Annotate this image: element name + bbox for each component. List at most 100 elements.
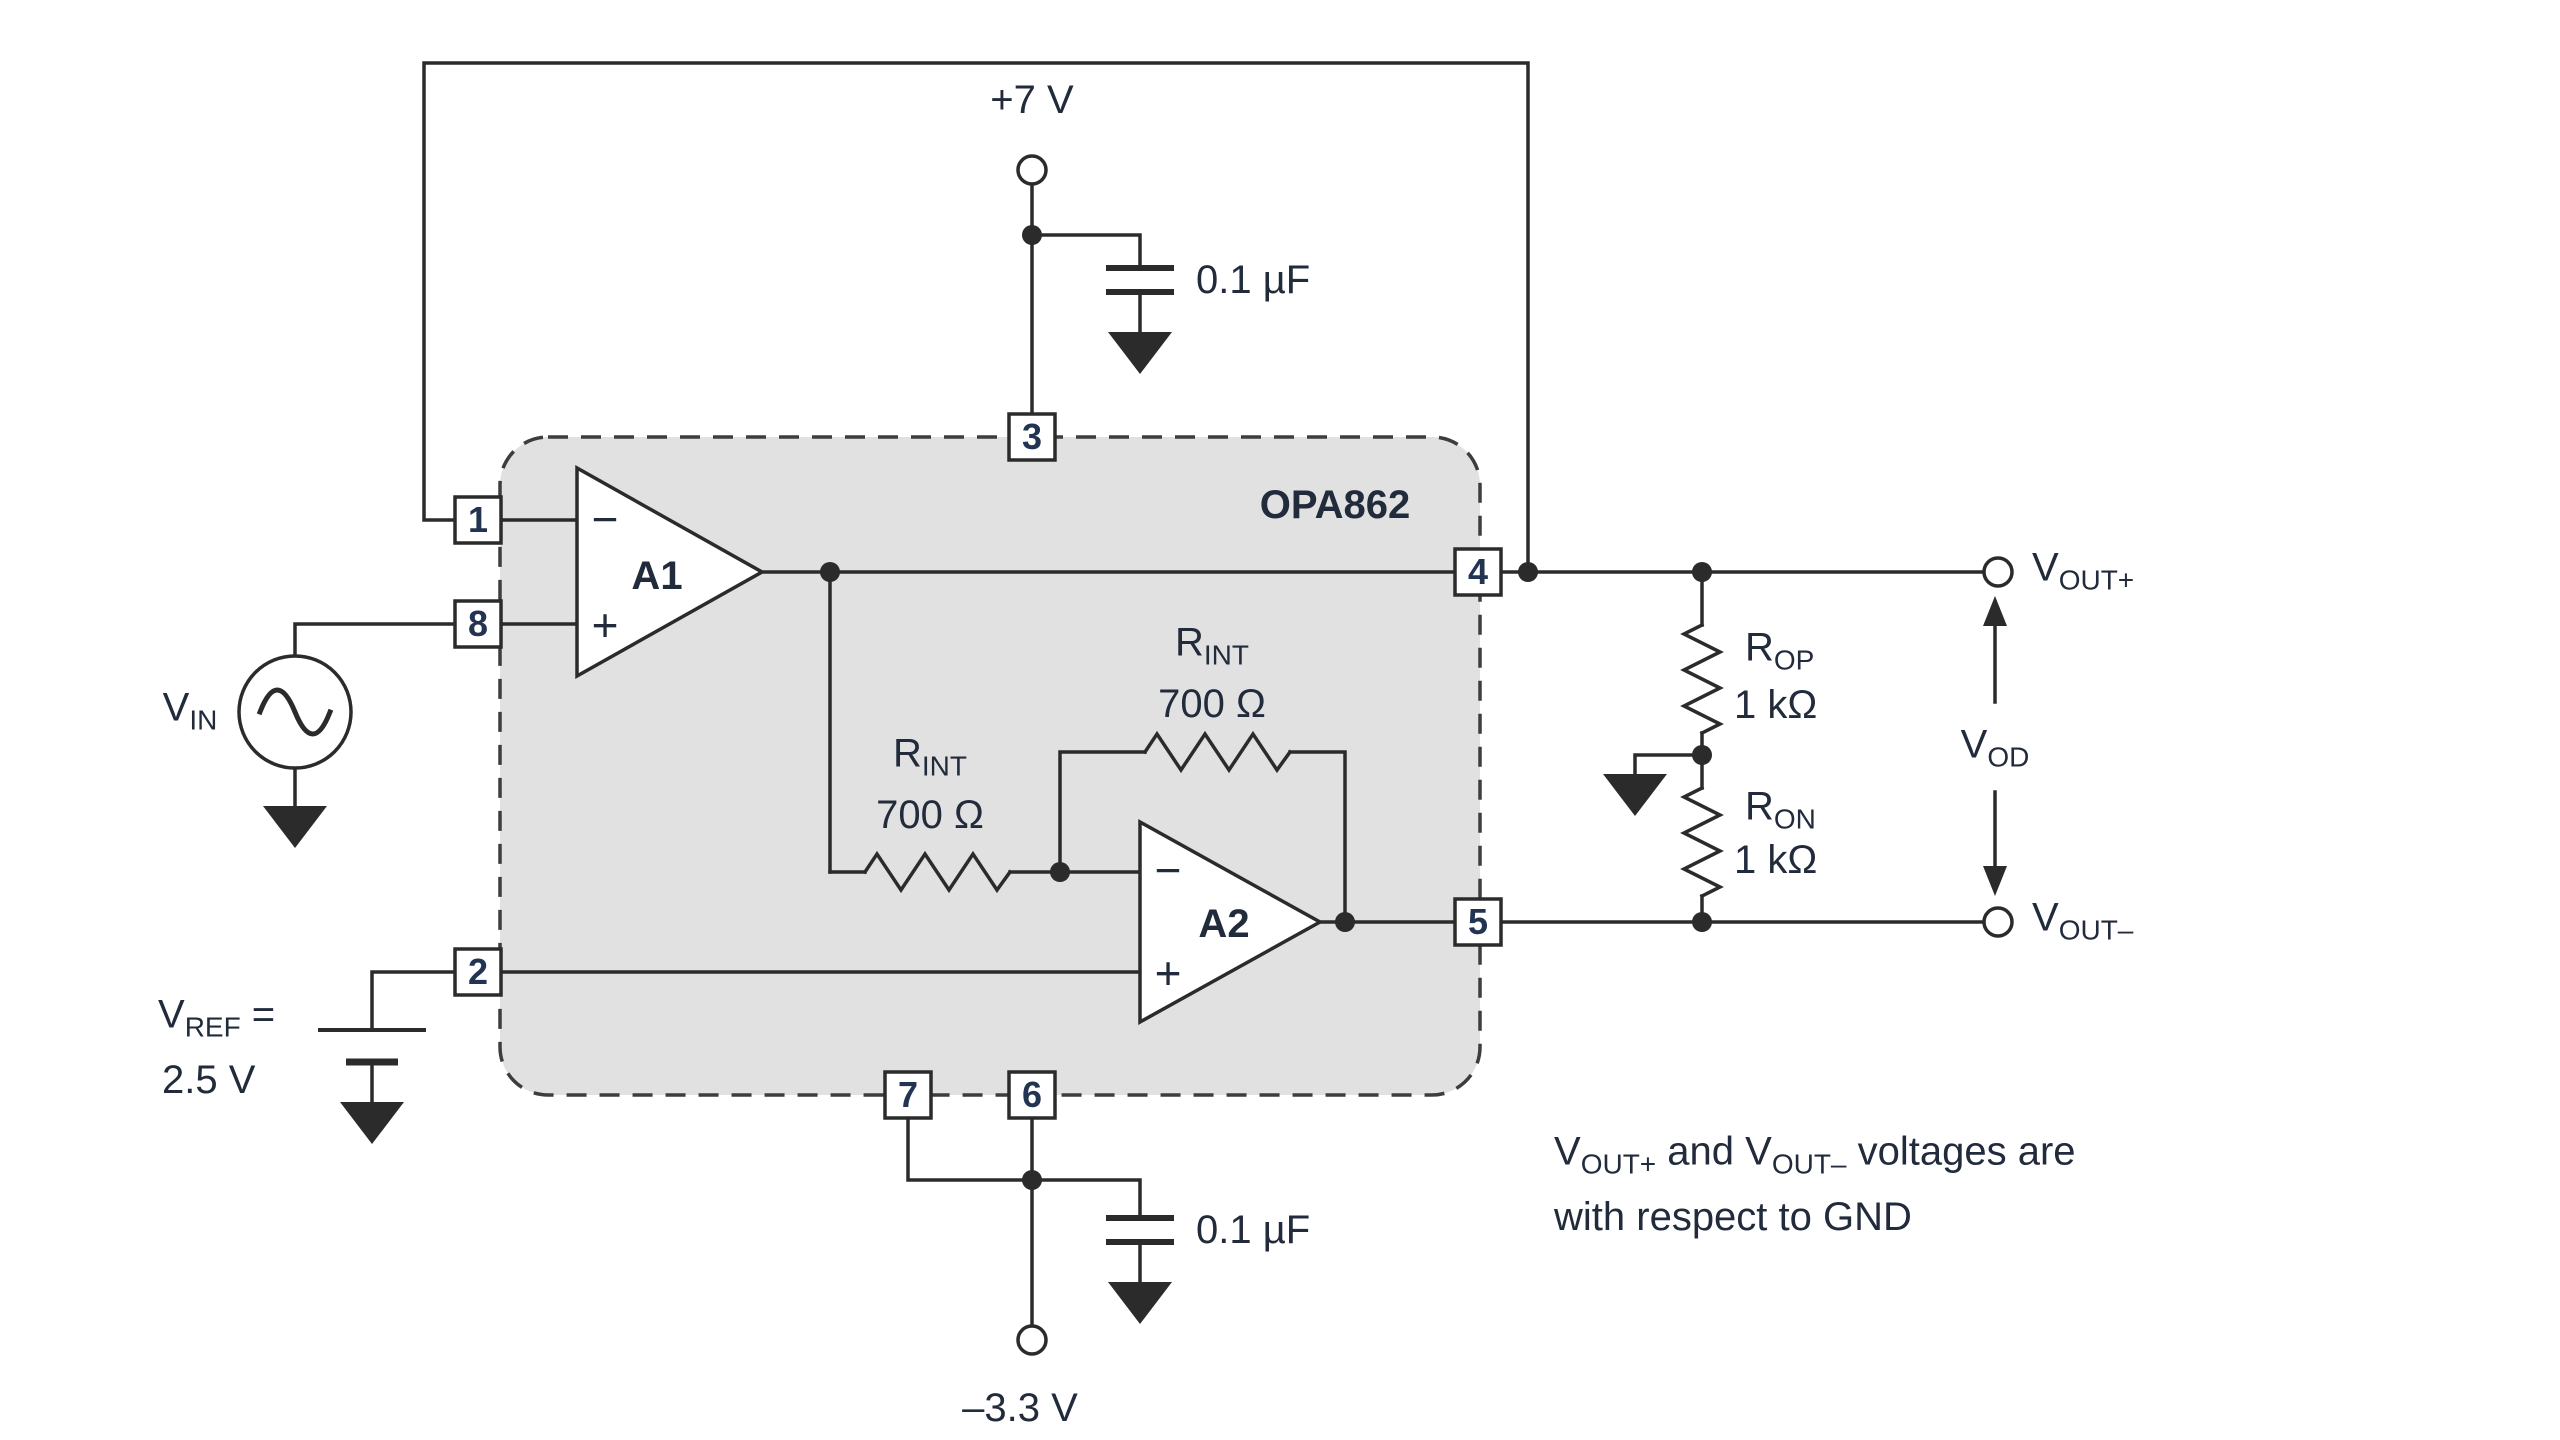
junction-a2-out <box>1335 912 1355 932</box>
vin-label-sub: IN <box>189 704 218 736</box>
ground-symbol-midnode-icon <box>1603 774 1667 816</box>
voutn-label: VOUT– <box>2032 898 2133 945</box>
rint-top-base: R <box>1175 620 1204 665</box>
resistor-rint-left-icon <box>862 850 1013 894</box>
voutp-label: VOUT+ <box>2032 548 2134 595</box>
junction-vpos <box>1022 225 1042 245</box>
vin-label: VIN <box>163 688 218 735</box>
vneg-supply-label: –3.3 V <box>962 1386 1078 1430</box>
pin-3-number: 3 <box>1021 416 1043 457</box>
vod-arrow-up-head-icon <box>1983 596 2007 626</box>
vref-label: VREF = <box>158 995 275 1042</box>
vref-label-eq: = <box>240 992 276 1037</box>
vin-sine-icon <box>256 687 334 737</box>
wire-vpos-cap-branch <box>1030 233 1142 270</box>
junction-feedback <box>1518 562 1538 582</box>
junction-vneg <box>1022 1170 1042 1190</box>
ron-name-label: RON <box>1745 787 1816 834</box>
rop-value-label: 1 kΩ <box>1734 683 1818 727</box>
ground-symbol-captop-icon <box>1108 332 1172 374</box>
rop-base: R <box>1745 625 1774 670</box>
ground-symbol-capbot-icon <box>1108 1282 1172 1324</box>
rop-name-label: ROP <box>1745 628 1814 675</box>
pin-2-number: 2 <box>467 951 489 992</box>
pin-5-number: 5 <box>1467 901 1489 942</box>
pin-2-box <box>453 947 503 997</box>
voutp-sub: OUT+ <box>2058 564 2135 596</box>
vod-base: V <box>1960 722 1988 767</box>
rint-top-name-label: RINT <box>1175 623 1249 670</box>
junction-rop-top <box>1692 562 1712 582</box>
pin-1-number: 1 <box>467 499 489 540</box>
wire-vneg-cap-branch <box>1030 1178 1142 1220</box>
wire-vref-to-pin2 <box>370 970 457 1032</box>
rop-sub: OP <box>1773 644 1815 676</box>
wire-rinttop-lead1 <box>1058 750 1147 874</box>
terminal-vneg-icon <box>1016 1324 1048 1356</box>
vref-label-base: V <box>158 992 185 1037</box>
a2-minus-input-label: − <box>1154 844 1182 896</box>
resistor-ron-icon <box>1680 785 1724 899</box>
pin-8-number: 8 <box>467 603 489 644</box>
vref-value-label: 2.5 V <box>162 1058 256 1102</box>
opamp-a2-icon <box>1138 819 1324 1025</box>
note-l1-t2: and V <box>1656 1129 1772 1174</box>
vod-arrow-down-head-icon <box>1983 866 2007 896</box>
rint-top-value-label: 700 Ω <box>1158 682 1266 726</box>
junction-a1-out <box>820 562 840 582</box>
pin-4-box <box>1453 547 1503 597</box>
pin-6-box <box>1007 1070 1057 1120</box>
wire-rinttop-lead2 <box>1288 750 1347 924</box>
note-line2: with respect to GND <box>1554 1195 1912 1239</box>
wire-midnode-to-ground <box>1633 753 1704 776</box>
vod-sub: OD <box>1987 741 2030 773</box>
cap-top-value-label: 0.1 µF <box>1196 258 1311 302</box>
ground-symbol-vin-icon <box>263 806 327 848</box>
pin-4-number: 4 <box>1467 551 1489 592</box>
note-line1: VOUT+ and VOUT– voltages are <box>1554 1132 2076 1179</box>
cap-bottom-value-label: 0.1 µF <box>1196 1208 1311 1252</box>
pin-3-box <box>1007 412 1057 462</box>
pin-5-box <box>1453 897 1503 947</box>
wire-vin-to-pin8 <box>293 622 457 658</box>
note-l1-s2: OUT– <box>1771 1148 1847 1180</box>
rint-left-sub: INT <box>921 750 967 782</box>
rint-left-name-label: RINT <box>893 734 967 781</box>
a1-plus-input-label: + <box>591 599 619 651</box>
a1-minus-input-label: − <box>591 493 619 545</box>
ground-symbol-vref-icon <box>340 1102 404 1144</box>
junction-a2-inv <box>1050 862 1070 882</box>
resistor-rint-top-icon <box>1142 730 1293 774</box>
note-l1-t1: V <box>1554 1129 1581 1174</box>
opamp-a1-icon <box>575 465 766 679</box>
pin-7-box <box>883 1070 933 1120</box>
ron-sub: ON <box>1773 803 1816 835</box>
pin-7-number: 7 <box>897 1074 919 1115</box>
terminal-voutp-icon <box>1982 556 2014 588</box>
note-l1-s1: OUT+ <box>1580 1148 1657 1180</box>
rint-top-sub: INT <box>1203 639 1249 671</box>
ron-base: R <box>1745 784 1774 829</box>
voutn-sub: OUT– <box>2058 914 2134 946</box>
terminal-voutn-icon <box>1982 906 2014 938</box>
pin-6-number: 6 <box>1021 1074 1043 1115</box>
junction-divider-mid <box>1692 745 1712 765</box>
pin-8-box <box>453 599 503 649</box>
a2-plus-input-label: + <box>1154 947 1182 999</box>
vin-label-base: V <box>162 685 190 730</box>
ron-value-label: 1 kΩ <box>1734 838 1818 882</box>
wire-feedback-loop <box>422 61 1530 574</box>
a1-label: A1 <box>631 554 683 598</box>
chip-name-label: OPA862 <box>1259 483 1411 527</box>
rint-left-value-label: 700 Ω <box>876 793 984 837</box>
a2-label: A2 <box>1198 902 1250 946</box>
note-l1-t3: voltages are <box>1846 1129 2076 1174</box>
resistor-rop-icon <box>1680 622 1724 736</box>
junction-ron-bottom <box>1692 912 1712 932</box>
vod-label: VOD <box>1961 725 2030 772</box>
voutn-base: V <box>2032 895 2059 940</box>
vpos-supply-label: +7 V <box>990 78 1074 122</box>
wire-pin7-down <box>906 1116 1034 1182</box>
